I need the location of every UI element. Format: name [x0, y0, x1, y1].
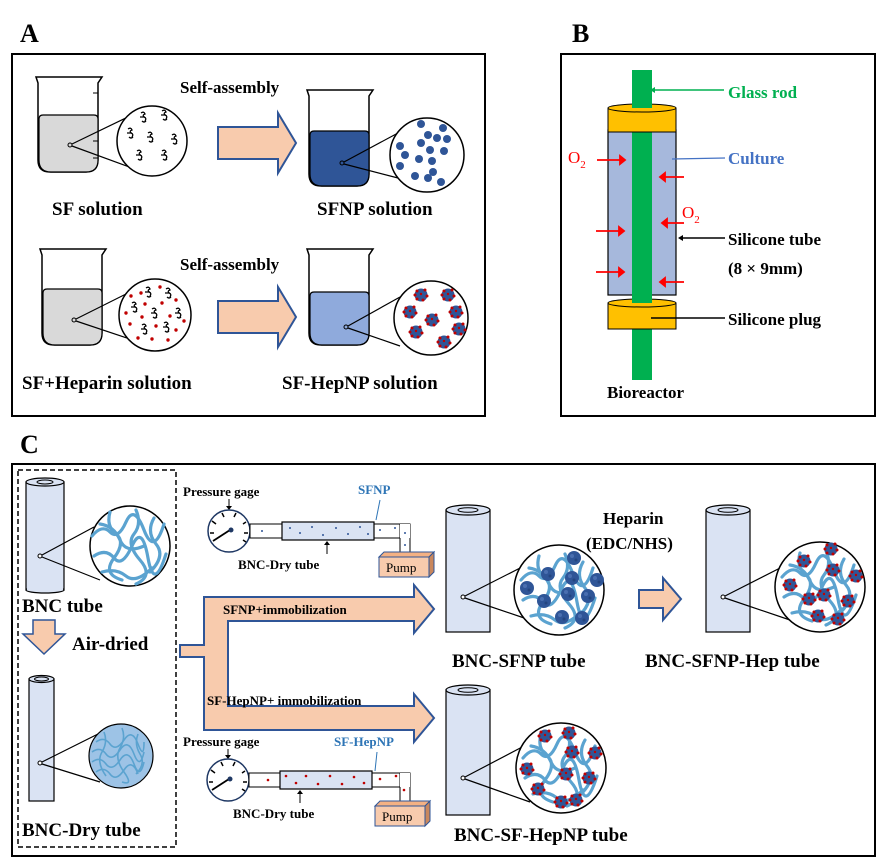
pressure-gage-label-bottom: Pressure gage [183, 734, 260, 749]
sf-heparin-solution-label: SF+Heparin solution [22, 373, 192, 394]
branch-top-label: SFNP+immobilization [223, 602, 347, 617]
bnc-dry-tube-label: BNC-Dry tube [22, 820, 141, 841]
panel-letter-b: B [572, 19, 589, 48]
bnc-sfnp-hep-tube-label: BNC-SFNP-Hep tube [645, 651, 820, 672]
bnc-sf-hepnp-zoom [515, 722, 607, 814]
oxygen-arrows [596, 154, 684, 288]
perfusion-setup-bottom: Pressure gage SF-HepNP BNC-Dry tube Pump [183, 734, 432, 828]
branch-bottom-label: SF-HepNP+ immobilization [207, 693, 362, 708]
sf-hepnp-beaker [305, 248, 401, 347]
bnc-sfnp-tube [445, 504, 531, 633]
sf-molecules-zoom [116, 105, 188, 177]
sfnp-inflow-label: SFNP [358, 482, 391, 497]
bnc-tube [25, 477, 101, 594]
pressure-gage-label-top: Pressure gage [183, 484, 260, 499]
perfusion-setup-top: Pressure gage SFNP BNC-Dry tube Pump [183, 482, 436, 579]
silicone-plug-top [607, 98, 677, 133]
oxygen-label-right: O2 [682, 203, 700, 226]
bioreactor-diagram: O2 O2 [568, 70, 726, 380]
silicone-plug-bottom [607, 296, 677, 330]
sf-hepnp-solution-label: SF-HepNP solution [282, 373, 438, 394]
bioreactor-caption: Bioreactor [607, 383, 685, 402]
heparin-label: Heparin [603, 509, 664, 528]
silicone-tube-label: Silicone tube [728, 230, 821, 249]
bnc-fiber-zoom [89, 505, 171, 587]
glass-rod-label: Glass rod [728, 83, 798, 102]
oxygen-label-left: O2 [568, 148, 586, 171]
self-assembly-label-2: Self-assembly [180, 255, 280, 274]
bnc-dry-tube-mini-bottom [279, 770, 373, 790]
bnc-dry-tube-mini-label-top: BNC-Dry tube [238, 557, 319, 572]
branch-arrow [179, 582, 436, 745]
bnc-dry-tube-mini-label-bottom: BNC-Dry tube [233, 806, 314, 821]
pump-label-top: Pump [386, 560, 416, 575]
sf-heparin-zoom [118, 278, 192, 352]
sf-solution-label: SF solution [52, 199, 143, 220]
silicone-tube-size-label: (8 × 9mm) [728, 259, 803, 278]
sf-hepnp-inflow-label: SF-HepNP [334, 734, 394, 749]
pump-top: Pump [377, 550, 436, 579]
bnc-sf-hepnp-tube [445, 684, 531, 816]
dashed-group-box [17, 469, 177, 848]
pump-bottom: Pump [373, 799, 432, 828]
panel-letter-c: C [20, 430, 39, 459]
air-dried-label: Air-dried [72, 634, 149, 655]
sfnp-beaker [305, 89, 399, 187]
sf-beaker [34, 76, 133, 173]
self-assembly-label-1: Self-assembly [180, 78, 280, 97]
bnc-sfnp-zoom [513, 544, 605, 636]
silicone-plug-label: Silicone plug [728, 310, 822, 329]
process-arrow-1 [217, 109, 298, 177]
bnc-dry-tube [28, 674, 101, 802]
bnc-sfnp-hep-zoom [774, 541, 866, 633]
sf-hepnp-zoom [393, 280, 469, 356]
process-arrow-2 [217, 283, 298, 351]
sfnp-zoom [389, 117, 465, 193]
sf-heparin-beaker [38, 248, 137, 346]
sfnp-solution-label: SFNP solution [317, 199, 433, 220]
bnc-sf-hepnp-tube-label: BNC-SF-HepNP tube [454, 825, 628, 846]
bnc-sfnp-tube-label: BNC-SFNP tube [452, 651, 586, 672]
air-dried-arrow [21, 619, 67, 656]
panel-a-frame [11, 53, 486, 417]
pump-label-bottom: Pump [382, 809, 412, 824]
culture-label: Culture [728, 149, 785, 168]
panel-letter-a: A [20, 19, 39, 48]
bnc-dry-tube-mini-top [281, 521, 375, 541]
heparin-arrow [638, 575, 683, 623]
bnc-sfnp-hep-tube [705, 504, 791, 633]
edc-nhs-label: (EDC/NHS) [586, 534, 673, 553]
bnc-dry-zoom [88, 723, 154, 789]
bnc-tube-label: BNC tube [22, 596, 103, 617]
